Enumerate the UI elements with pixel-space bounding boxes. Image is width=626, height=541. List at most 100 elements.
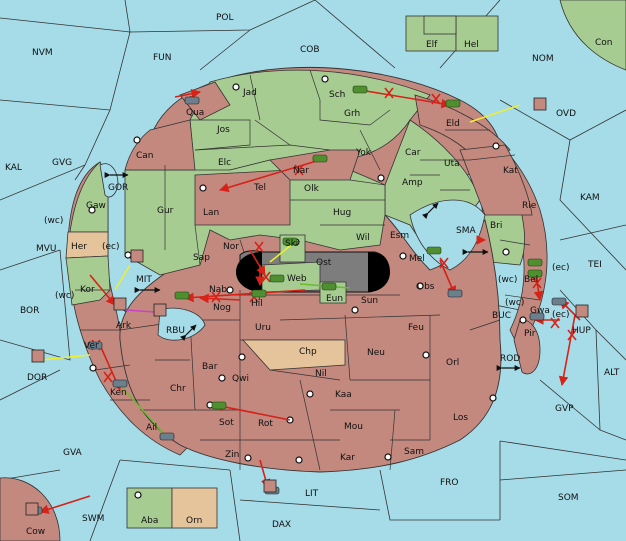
label-mvu: MVU xyxy=(36,244,57,254)
label-yok: Yok xyxy=(355,148,372,158)
label-her: Her xyxy=(71,242,87,252)
label-kor: Kor xyxy=(80,285,95,295)
label-ec-bel: (ec) xyxy=(552,263,570,273)
label-uru: Uru xyxy=(255,323,271,333)
territory-can[interactable] xyxy=(124,119,196,171)
label-sam: Sam xyxy=(404,447,424,457)
territory-borders xyxy=(75,69,541,471)
label-nog: Nog xyxy=(213,303,231,313)
label-hil: Hil xyxy=(251,299,263,309)
label-gor: GOR xyxy=(108,183,128,193)
label-rbu: RBU xyxy=(166,326,185,336)
label-jos: Jos xyxy=(216,125,230,135)
label-bri: Bri xyxy=(490,221,502,231)
territory-kor[interactable] xyxy=(65,255,111,306)
label-pir: Pir xyxy=(524,329,536,339)
label-gwa: Gwa xyxy=(530,306,550,316)
label-ost: Ost xyxy=(316,258,332,268)
label-alt: ALT xyxy=(604,368,620,378)
region-labels: POL NVM FUN COB NOM Con Elf Hel OVD KAL … xyxy=(5,13,620,537)
label-orl: Orl xyxy=(446,358,459,368)
label-wc-her: (wc) xyxy=(44,216,63,226)
label-ovd: OVD xyxy=(556,109,576,119)
label-bor: BOR xyxy=(20,306,39,316)
label-chp: Chp xyxy=(299,347,317,357)
label-lit: LIT xyxy=(305,489,319,499)
label-som: SOM xyxy=(558,493,579,503)
label-ail: Ail xyxy=(146,423,157,433)
label-kar: Kar xyxy=(340,453,355,463)
territory-chp[interactable] xyxy=(242,339,346,371)
label-neu: Neu xyxy=(367,348,385,358)
label-olk: Olk xyxy=(304,184,320,194)
label-dor: DOR xyxy=(27,373,47,383)
label-nor: Nor xyxy=(223,242,239,252)
units-grey[interactable] xyxy=(27,96,567,515)
label-ken: Ken xyxy=(110,388,127,398)
label-buc: BUC xyxy=(492,311,511,321)
label-kam: KAM xyxy=(580,193,600,203)
label-hup: HUP xyxy=(572,326,591,336)
territory-nar[interactable] xyxy=(269,149,361,181)
label-mel: Mel xyxy=(409,254,425,264)
ost-east-cap xyxy=(368,252,390,292)
label-cob: COB xyxy=(300,45,320,55)
label-hel: Hel xyxy=(464,40,479,50)
label-sot: Sot xyxy=(219,418,234,428)
label-aba: Aba xyxy=(141,516,158,526)
label-rot: Rot xyxy=(258,419,273,429)
label-jad: Jad xyxy=(242,88,257,98)
territory-orn[interactable] xyxy=(171,487,218,529)
label-rie: Rie xyxy=(522,201,537,211)
passage-arrows xyxy=(104,172,521,371)
support-orders xyxy=(39,104,521,436)
label-gvp: GVP xyxy=(555,404,574,414)
label-bel: Bel xyxy=(524,275,538,285)
territory-hel[interactable] xyxy=(455,15,499,52)
units-green[interactable] xyxy=(174,85,543,410)
label-tel: Tel xyxy=(253,183,266,193)
label-con: Con xyxy=(595,38,613,48)
label-bar: Bar xyxy=(202,362,218,372)
label-kat: Kat xyxy=(503,166,518,176)
label-nar: Nar xyxy=(293,166,309,176)
label-ec-her: (ec) xyxy=(102,242,120,252)
label-zin: Zin xyxy=(225,450,239,460)
label-fro: FRO xyxy=(440,478,459,488)
label-nom: NOM xyxy=(532,54,554,64)
label-amp: Amp xyxy=(402,178,423,188)
label-elc: Elc xyxy=(218,158,231,168)
label-eun: Eun xyxy=(326,294,343,304)
territory-kat-rie[interactable] xyxy=(459,144,533,216)
label-ark: Ark xyxy=(116,321,132,331)
label-can: Can xyxy=(136,151,154,161)
label-hug: Hug xyxy=(333,208,351,218)
label-los: Los xyxy=(453,413,468,423)
label-cow: Cow xyxy=(26,527,45,537)
label-swm: SWM xyxy=(82,514,104,524)
territory-tel-lan[interactable] xyxy=(194,169,291,226)
label-wc-bel: (wc) xyxy=(498,275,517,285)
label-wil: Wil xyxy=(356,233,370,243)
label-lan: Lan xyxy=(203,208,219,218)
label-kal: KAL xyxy=(5,163,22,173)
supply-centers xyxy=(88,75,527,499)
label-esm: Esm xyxy=(390,231,409,241)
label-uta: Uta xyxy=(444,159,460,169)
label-sma: SMA xyxy=(456,226,476,236)
label-mit: MIT xyxy=(136,275,152,285)
label-nvm: NVM xyxy=(32,48,53,58)
unit-markers-square[interactable] xyxy=(25,97,589,516)
label-grh: Grh xyxy=(344,109,360,119)
label-eld: Eld xyxy=(446,119,460,129)
label-tei: TEI xyxy=(587,260,602,270)
label-ec-gwa: (ec) xyxy=(552,310,570,320)
label-gva: GVA xyxy=(63,448,83,458)
label-obs: Obs xyxy=(417,282,435,292)
label-pol: POL xyxy=(216,13,234,23)
label-kaa: Kaa xyxy=(335,390,352,400)
territory-pir[interactable] xyxy=(513,319,541,375)
label-car: Car xyxy=(405,148,421,158)
